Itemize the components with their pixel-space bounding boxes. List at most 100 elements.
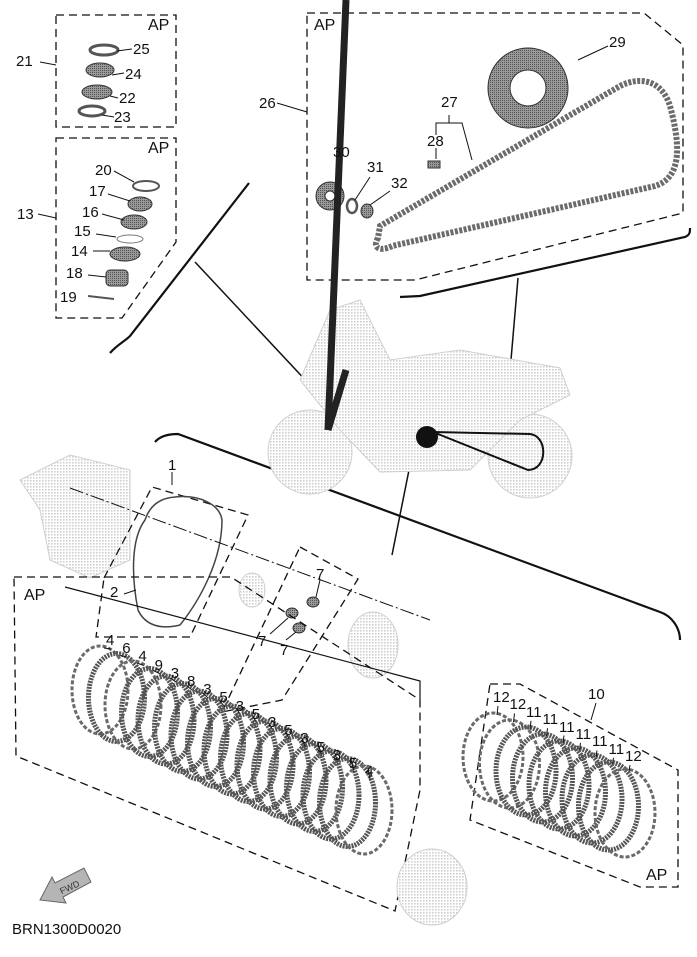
leader-line <box>562 735 565 744</box>
callout-11: 11 <box>592 733 608 751</box>
callout-10: 10 <box>588 686 605 703</box>
callout-7: 7 <box>258 633 267 650</box>
callout-15: 15 <box>74 223 91 240</box>
callout-4: 4 <box>365 763 374 781</box>
leader-line <box>513 713 515 723</box>
callout-12: 12 <box>509 696 527 714</box>
leader-line <box>367 767 371 781</box>
ap-marker-friction-kit: AP <box>646 867 668 884</box>
callout-11: 11 <box>542 711 559 729</box>
leader-line <box>186 685 193 691</box>
leader-line <box>318 745 323 756</box>
callout-5: 5 <box>316 738 325 756</box>
leader-line <box>285 730 290 740</box>
clutch-plate-4 <box>334 764 394 856</box>
clutch-plate-11 <box>576 759 641 853</box>
callout-7: 7 <box>280 642 289 659</box>
callout-2: 2 <box>110 584 119 601</box>
part-25-washer <box>88 43 120 57</box>
callout-3: 3 <box>170 664 180 682</box>
part-19-pin <box>87 295 115 300</box>
callout-17: 17 <box>89 183 106 200</box>
leader-line <box>202 692 209 699</box>
clutch-plate-12 <box>461 711 525 803</box>
callout-30: 30 <box>333 144 350 161</box>
callout-21: 21 <box>16 53 33 70</box>
kit-box-steering-upper <box>39 14 177 128</box>
callout-16: 16 <box>82 204 99 221</box>
part-23-seal <box>77 104 107 118</box>
callout-28: 28 <box>427 133 444 150</box>
leader-line <box>595 750 598 758</box>
callout-31: 31 <box>367 159 384 176</box>
callout-18: 18 <box>66 265 83 282</box>
part-18-collar <box>105 269 129 287</box>
leader-line <box>153 670 160 675</box>
leader-line <box>103 647 112 650</box>
leader-line <box>612 757 614 765</box>
callout-4: 4 <box>106 632 115 649</box>
callout-3: 3 <box>332 746 342 764</box>
callout-11: 11 <box>575 726 592 743</box>
leader-line <box>628 765 631 772</box>
clutch-bolts-group <box>220 546 399 713</box>
fwd-arrow-icon: FWD <box>39 867 92 904</box>
part-16-bearing <box>120 214 148 230</box>
callout-26: 26 <box>259 95 276 112</box>
motorcycle-illustration <box>267 0 573 499</box>
callout-3: 3 <box>235 697 244 715</box>
leader-line <box>496 705 499 716</box>
friction-kit-group <box>461 683 679 888</box>
callout-5: 5 <box>251 705 261 723</box>
leader-line <box>546 728 548 737</box>
part-27-drive-chain <box>373 77 681 252</box>
part-15-circlip <box>116 234 144 244</box>
leader-line <box>169 677 177 683</box>
leader-line <box>579 742 581 751</box>
leader-line <box>301 737 306 748</box>
callout-11: 11 <box>526 703 542 721</box>
ap-marker-drive-chain: AP <box>314 17 336 34</box>
callout-11: 11 <box>608 740 625 758</box>
part-17-race <box>127 196 153 212</box>
callout-32: 32 <box>391 175 408 192</box>
part-32-nut <box>360 203 374 219</box>
part-28-chain-link <box>427 160 441 169</box>
callout-24: 24 <box>125 66 142 83</box>
part-20-ring <box>132 180 160 192</box>
callout-1: 1 <box>168 457 177 474</box>
part-2-gasket <box>132 495 223 628</box>
ap-marker-steering-lower: AP <box>148 140 170 157</box>
clutch-plate-12 <box>478 718 541 810</box>
callout-3: 3 <box>300 730 309 748</box>
callout-20: 20 <box>95 162 112 179</box>
callout-brackets <box>109 182 692 641</box>
callout-7: 7 <box>316 566 325 583</box>
callout-9: 9 <box>154 656 163 674</box>
callout-14: 14 <box>71 243 88 260</box>
ap-marker-steering-upper: AP <box>148 17 170 34</box>
leader-line <box>529 720 532 730</box>
part-14-bearing <box>109 246 141 262</box>
kit-box-steering-lower <box>37 137 177 319</box>
callout-3: 3 <box>268 714 277 731</box>
leader-line <box>136 662 144 666</box>
drawing-code: BRN1300D0020 <box>12 921 122 938</box>
callout-5: 5 <box>219 689 228 707</box>
callout-19: 19 <box>60 289 77 306</box>
callout-6: 6 <box>122 640 131 658</box>
part-24-bearing-race <box>85 62 115 78</box>
callout-13: 13 <box>17 206 34 223</box>
leader-line <box>120 655 128 658</box>
ap-marker-clutch-plates: AP <box>24 587 46 604</box>
kit-box-drive-chain <box>276 12 684 281</box>
part-22-bearing <box>81 84 113 100</box>
clutch-plates-group <box>13 576 468 926</box>
callout-4: 4 <box>138 648 147 666</box>
callout-27: 27 <box>441 94 458 111</box>
callout-25: 25 <box>133 41 150 58</box>
callout-3: 3 <box>203 681 212 699</box>
callout-11: 11 <box>559 718 575 736</box>
